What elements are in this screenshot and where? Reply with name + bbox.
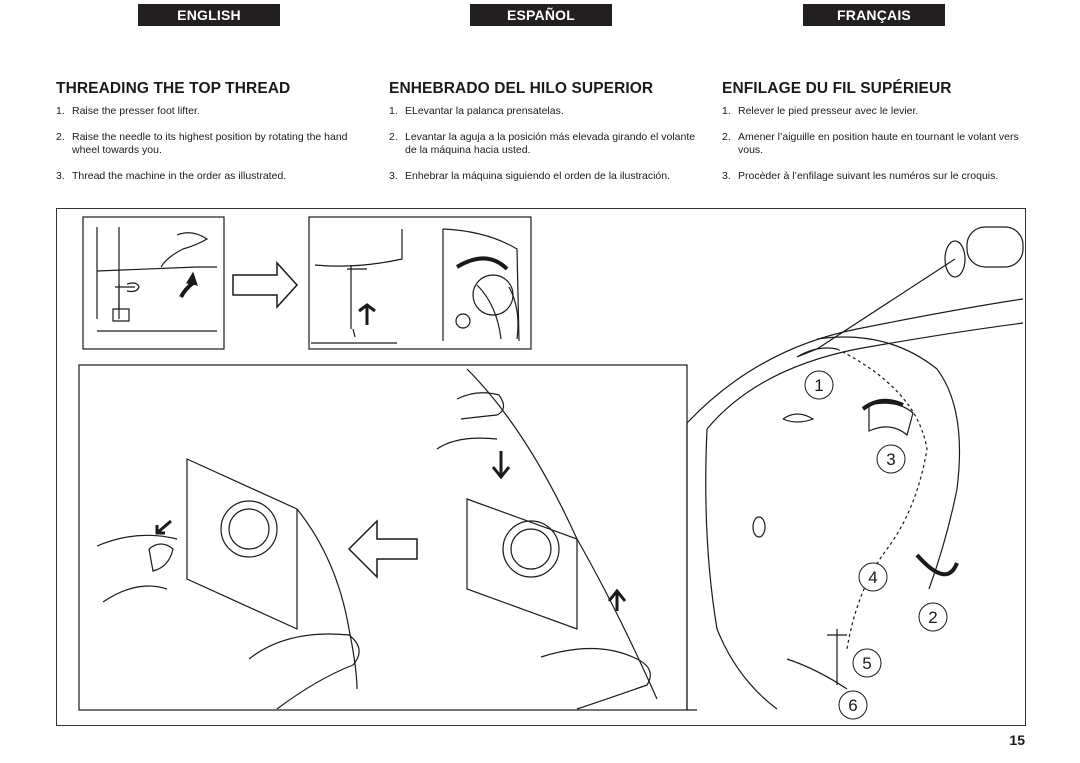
hand-wheel-panel bbox=[308, 216, 532, 350]
step-2: 2.Raise the needle to its highest positi… bbox=[56, 131, 348, 156]
steps-english: 1.Raise the presser foot lifter. 2.Raise… bbox=[56, 105, 371, 183]
tab-english: ENGLISH bbox=[138, 4, 280, 26]
callout-numbers: 1 3 4 2 5 6 bbox=[804, 370, 948, 720]
callout-6: 6 bbox=[838, 690, 868, 720]
step-1: 1.ELevantar la palanca prensatelas. bbox=[389, 105, 564, 117]
heading-french: ENFILAGE DU FIL SUPÉRIEUR bbox=[722, 80, 952, 97]
svg-text:6: 6 bbox=[848, 696, 857, 715]
threading-illustration: 1 3 4 2 5 6 bbox=[78, 216, 1024, 720]
presser-foot-panel bbox=[82, 216, 225, 350]
machine-head-drawing bbox=[686, 226, 1024, 711]
tab-francais: FRANÇAIS bbox=[803, 4, 945, 26]
column-english: THREADING THE TOP THREAD 1.Raise the pre… bbox=[56, 80, 371, 196]
step-3: 3.Procèder à l’enfilage suivant les numé… bbox=[722, 170, 999, 182]
arrow-left-icon bbox=[347, 519, 418, 579]
svg-text:3: 3 bbox=[886, 450, 895, 469]
callout-5: 5 bbox=[852, 648, 882, 678]
column-french: ENFILAGE DU FIL SUPÉRIEUR 1.Relever le p… bbox=[722, 80, 1037, 196]
column-spanish: ENHEBRADO DEL HILO SUPERIOR 1.ELevantar … bbox=[389, 80, 704, 196]
step-2: 2.Amener l’aiguille en position haute en… bbox=[722, 131, 1019, 156]
step-3: 3.Enhebrar la máquina siguiendo el orden… bbox=[389, 170, 671, 182]
steps-spanish: 1.ELevantar la palanca prensatelas. 2.Le… bbox=[389, 105, 704, 183]
callout-1: 1 bbox=[804, 370, 834, 400]
step-2: 2.Levantar la aguja a la posición más el… bbox=[389, 131, 696, 156]
thread-guide-panel bbox=[78, 364, 688, 711]
svg-text:1: 1 bbox=[814, 376, 823, 395]
step-3: 3.Thread the machine in the order as ill… bbox=[56, 170, 287, 182]
illustration-frame: 1 3 4 2 5 6 bbox=[56, 208, 1026, 726]
steps-french: 1.Relever le pied presseur avec le levie… bbox=[722, 105, 1037, 183]
svg-text:2: 2 bbox=[928, 608, 937, 627]
step-1: 1.Raise the presser foot lifter. bbox=[56, 105, 200, 117]
arrow-right-icon bbox=[232, 261, 299, 309]
svg-text:5: 5 bbox=[862, 654, 871, 673]
page-number: 15 bbox=[1009, 732, 1025, 748]
svg-text:4: 4 bbox=[868, 568, 877, 587]
tab-espanol: ESPAÑOL bbox=[470, 4, 612, 26]
heading-spanish: ENHEBRADO DEL HILO SUPERIOR bbox=[389, 80, 654, 97]
heading-english: THREADING THE TOP THREAD bbox=[56, 80, 291, 97]
callout-3: 3 bbox=[876, 444, 906, 474]
step-1: 1.Relever le pied presseur avec le levie… bbox=[722, 105, 919, 117]
callout-4: 4 bbox=[858, 562, 888, 592]
callout-2: 2 bbox=[918, 602, 948, 632]
